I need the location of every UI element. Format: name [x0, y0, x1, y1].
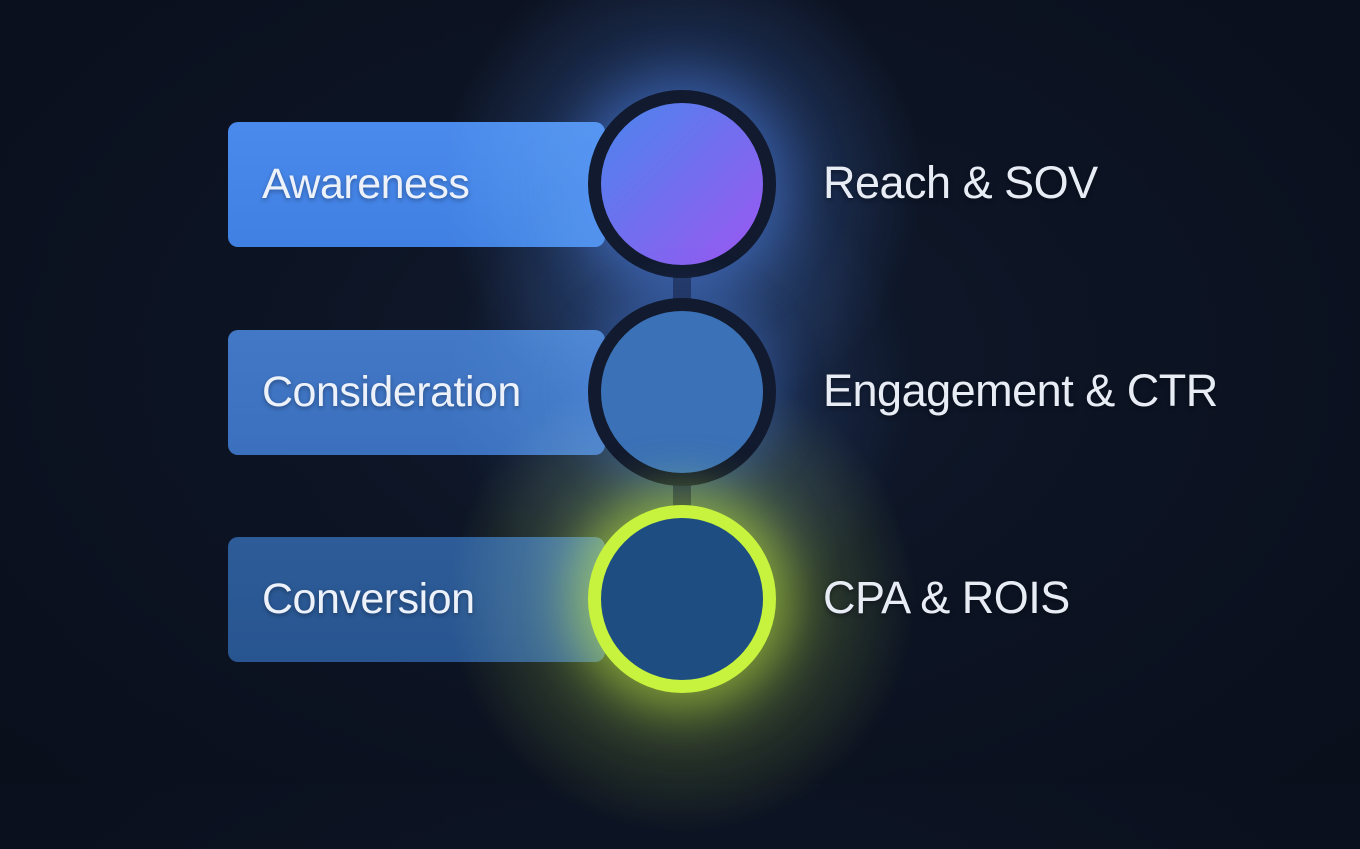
stage-label-awareness: Awareness: [262, 160, 470, 208]
stage-node-consideration: [588, 298, 776, 486]
stage-node-awareness: [588, 90, 776, 278]
stage-node-conversion: [588, 505, 776, 693]
stage-label-conversion: Conversion: [262, 575, 475, 623]
metric-label-conversion: CPA & ROIS: [823, 571, 1070, 623]
stage-bar-awareness: Awareness: [228, 122, 605, 247]
stage-label-consideration: Consideration: [262, 368, 521, 416]
marketing-funnel-diagram: Awareness Reach & SOV Consideration Enga…: [228, 0, 1218, 849]
metric-label-consideration: Engagement & CTR: [823, 364, 1218, 416]
stage-bar-consideration: Consideration: [228, 330, 605, 455]
stage-bar-conversion: Conversion: [228, 537, 605, 662]
metric-label-awareness: Reach & SOV: [823, 156, 1098, 208]
